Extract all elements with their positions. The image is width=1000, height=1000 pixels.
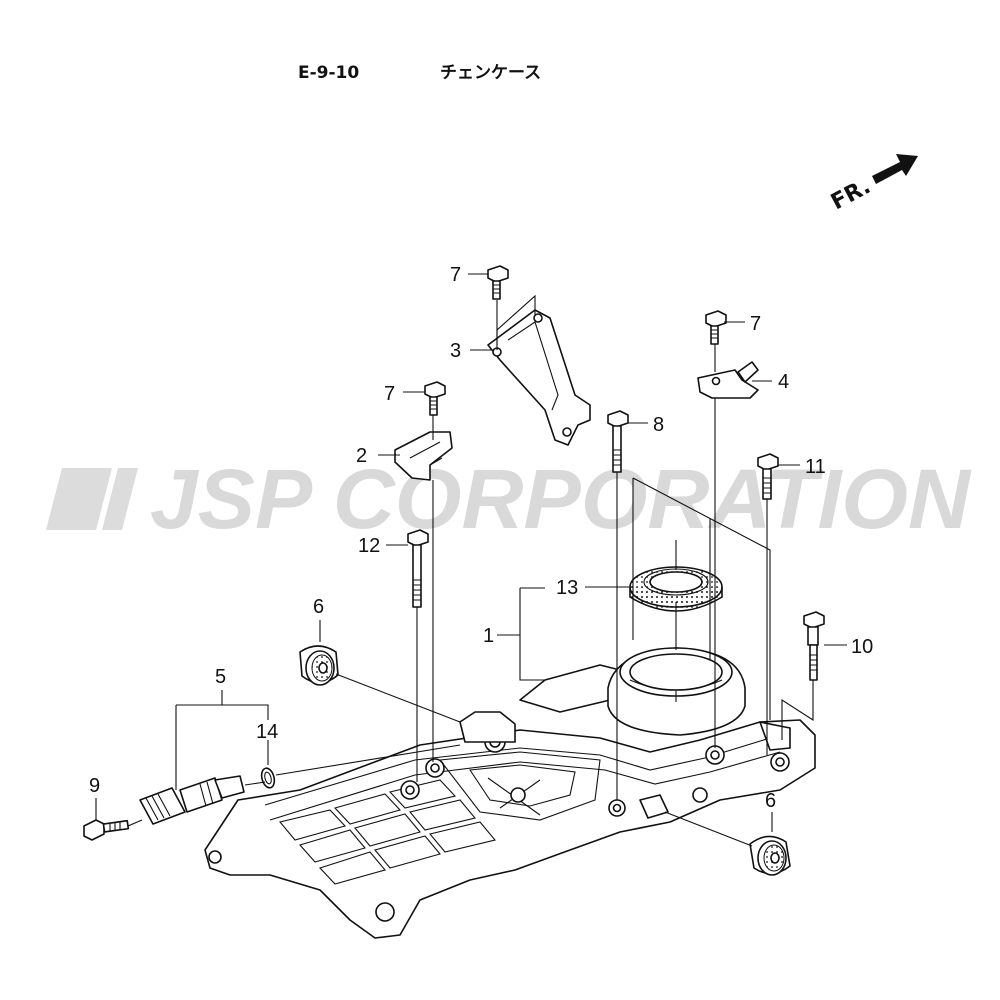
callout-4: 4 <box>778 371 789 393</box>
bolt-9 <box>83 819 130 841</box>
callout-2: 2 <box>356 445 367 467</box>
watermark-text: JSP CORPORATION <box>150 452 972 546</box>
stud-bolt-10 <box>803 611 825 681</box>
callout-7b: 7 <box>750 313 761 335</box>
callout-9: 9 <box>89 775 100 797</box>
bolt-7b <box>705 310 727 345</box>
callout-7a: 7 <box>450 264 461 286</box>
callout-11: 11 <box>805 456 826 478</box>
callouts: 1 2 3 4 5 6 6 7 7 7 8 9 10 11 12 13 14 <box>89 264 873 812</box>
bracket-3 <box>487 309 591 446</box>
callout-3: 3 <box>450 340 461 362</box>
bolt-11 <box>757 453 779 500</box>
callout-12: 12 <box>358 535 380 557</box>
bracket-2 <box>394 431 453 481</box>
bolt-12 <box>407 529 429 608</box>
front-indicator: FR. <box>827 154 918 215</box>
bolt-7c <box>424 381 446 416</box>
callout-6b: 6 <box>765 790 776 812</box>
callout-5: 5 <box>215 666 226 688</box>
arrow-up-right-icon <box>872 154 918 184</box>
leader-lines <box>95 273 847 847</box>
callout-6a: 6 <box>313 596 324 618</box>
callout-8: 8 <box>653 414 664 436</box>
o-ring-14 <box>260 767 276 789</box>
front-label: FR. <box>827 174 875 215</box>
watermark-logo-icon <box>46 468 138 530</box>
grommet-6b <box>749 835 791 876</box>
callout-1: 1 <box>483 625 494 647</box>
clip-4 <box>697 361 759 399</box>
grommet-6a <box>299 645 339 686</box>
callout-10: 10 <box>851 636 873 658</box>
figure-code: E-9-10 <box>298 63 359 83</box>
callout-14: 14 <box>256 721 278 743</box>
callout-13: 13 <box>556 577 578 599</box>
watermark: JSP CORPORATION <box>46 452 972 546</box>
sensor-5 <box>139 775 245 825</box>
figure-title: チェンケース <box>440 63 541 83</box>
bolt-7a <box>487 265 509 300</box>
chain-case-body <box>204 647 816 939</box>
callout-7c: 7 <box>384 383 395 405</box>
